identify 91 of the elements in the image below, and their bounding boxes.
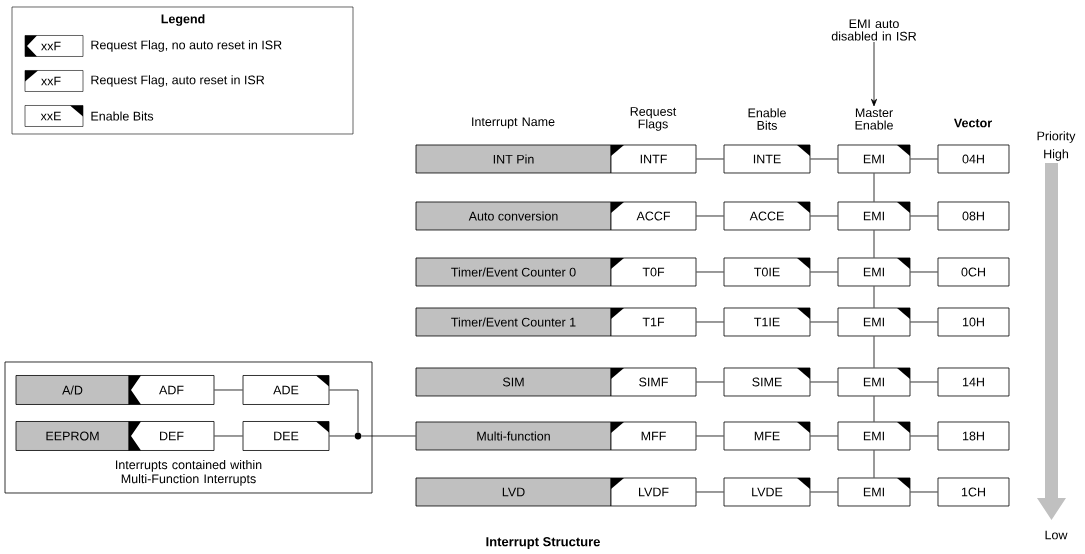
interrupt-name-box: LVD <box>415 477 612 507</box>
connector-line <box>810 215 838 217</box>
column-header: Request Flags <box>630 107 677 131</box>
request-flag-box: T1F <box>610 307 697 337</box>
connector-line <box>873 286 875 308</box>
connector-line <box>810 271 838 273</box>
interrupt-name-box: Timer/Event Counter 1 <box>415 307 612 337</box>
legend-text: Request Flag, auto reset in ISR <box>91 75 265 87</box>
connector-line <box>696 381 724 383</box>
interrupt-name-box: Multi-function <box>415 421 612 451</box>
legend-text: Enable Bits <box>91 111 154 121</box>
interrupt-name-box: SIM <box>415 367 612 397</box>
annotation-text: EMI auto disabled in ISR <box>831 19 917 41</box>
connector-line <box>696 271 724 273</box>
connector-line <box>910 435 938 437</box>
connector-line <box>873 336 875 368</box>
vector-box: 18H <box>937 421 1010 451</box>
master-enable-box: EMI <box>837 201 911 231</box>
interrupt-name-box: INT Pin <box>415 144 612 174</box>
connector-line <box>214 389 243 391</box>
connector-line <box>873 230 875 258</box>
connector-line <box>910 381 938 383</box>
interrupt-name-box: A/D <box>15 375 130 405</box>
interrupt-name-box: Timer/Event Counter 0 <box>415 257 612 287</box>
vector-box: 14H <box>937 367 1010 397</box>
master-enable-box: EMI <box>837 421 911 451</box>
priority-label: High <box>1044 149 1069 161</box>
legend-sample-box: xxE <box>24 105 84 127</box>
vector-box: 10H <box>937 307 1010 337</box>
request-flag-box: MFF <box>610 421 697 451</box>
connector-line <box>810 158 838 160</box>
enable-bit-box: MFE <box>723 421 811 451</box>
enable-bit-box: SIME <box>723 367 811 397</box>
connector-line <box>810 381 838 383</box>
connector-line <box>810 321 838 323</box>
caption: Interrupt Structure <box>486 537 600 549</box>
enable-bit-box: LVDE <box>723 477 811 507</box>
request-flag-box: LVDF <box>610 477 697 507</box>
legend-text: Request Flag, no auto reset in ISR <box>91 40 282 52</box>
connector-line <box>696 215 724 217</box>
column-header: Enable Bits <box>748 108 786 130</box>
enable-bit-box: INTE <box>723 144 811 174</box>
enable-bit-box: T0IE <box>723 257 811 287</box>
connector-line <box>696 321 724 323</box>
priority-label: Low <box>1045 530 1068 540</box>
connector-line <box>361 435 416 437</box>
arrow <box>871 41 877 107</box>
connector-line <box>696 158 724 160</box>
connector-line <box>696 491 724 493</box>
master-enable-box: EMI <box>837 307 911 337</box>
enable-bit-box: T1IE <box>723 307 811 337</box>
connector-line <box>910 321 938 323</box>
interrupt-name-box: Auto conversion <box>415 201 612 231</box>
connector-line <box>910 271 938 273</box>
column-header: Master Enable <box>855 108 893 130</box>
interrupt-name-box: EEPROM <box>15 421 130 451</box>
request-flag-box: INTF <box>610 144 697 174</box>
connector-line <box>873 173 875 202</box>
legend-sample-box: xxF <box>24 70 84 92</box>
connector-line <box>329 435 355 437</box>
connector-line <box>910 215 938 217</box>
enable-bit-box: DEE <box>242 421 330 451</box>
legend-title: Legend <box>161 14 205 26</box>
connector-line <box>910 158 938 160</box>
priority-label: Priority <box>1037 131 1076 143</box>
connector-line <box>810 491 838 493</box>
connector-line <box>873 396 875 422</box>
connector-line <box>873 450 875 478</box>
master-enable-box: EMI <box>837 144 911 174</box>
request-flag-box: SIMF <box>610 367 697 397</box>
master-enable-box: EMI <box>837 367 911 397</box>
legend-sample-box: xxF <box>24 35 84 57</box>
connector-line <box>329 389 359 433</box>
vector-box: 08H <box>937 201 1010 231</box>
vector-box: 1CH <box>937 477 1010 507</box>
column-header: Interrupt Name <box>472 117 555 129</box>
connector-line <box>910 491 938 493</box>
request-flag-box: ADF <box>128 375 215 405</box>
request-flag-box: ACCF <box>610 201 697 231</box>
master-enable-box: EMI <box>837 477 911 507</box>
enable-bit-box: ACCE <box>723 201 811 231</box>
vector-box: 0CH <box>937 257 1010 287</box>
connector-line <box>810 435 838 437</box>
column-header: Vector <box>953 118 992 128</box>
master-enable-box: EMI <box>837 257 911 287</box>
vector-box: 04H <box>937 144 1010 174</box>
connector-line <box>214 435 243 437</box>
enable-bit-box: ADE <box>242 375 330 405</box>
request-flag-box: DEF <box>128 421 215 451</box>
connector-line <box>696 435 724 437</box>
request-flag-box: T0F <box>610 257 697 287</box>
